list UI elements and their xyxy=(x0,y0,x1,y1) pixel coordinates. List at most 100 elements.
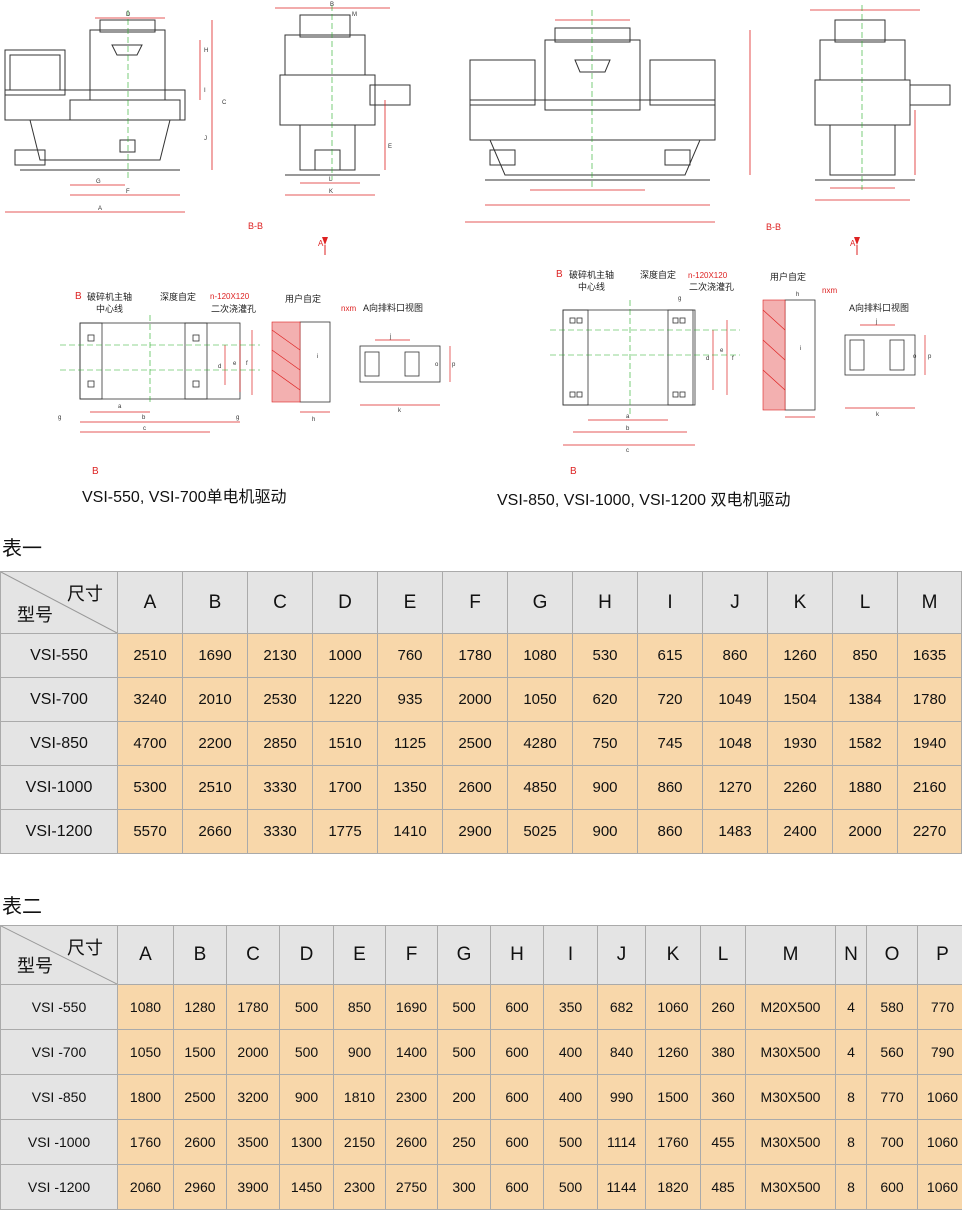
value-cell: 1410 xyxy=(378,810,443,854)
value-cell: 700 xyxy=(867,1120,918,1165)
dim-h-1: h xyxy=(312,417,315,423)
table2-title: 表二 xyxy=(2,890,42,919)
table1-col-header: K xyxy=(768,572,833,634)
value-cell: 750 xyxy=(573,722,638,766)
value-cell: 4 xyxy=(836,1030,867,1075)
value-cell: 1080 xyxy=(118,985,174,1030)
value-cell: 5300 xyxy=(118,766,183,810)
value-cell: 8 xyxy=(836,1120,867,1165)
value-cell: 1300 xyxy=(280,1120,334,1165)
value-cell: 745 xyxy=(638,722,703,766)
table1-col-header: M xyxy=(898,572,962,634)
value-cell: 580 xyxy=(867,985,918,1030)
value-cell: 600 xyxy=(491,985,544,1030)
value-cell: 1220 xyxy=(313,678,378,722)
table2-col-header: N xyxy=(836,926,867,985)
table2-col-header: I xyxy=(544,926,598,985)
value-cell: 4280 xyxy=(508,722,573,766)
table1-col-header: J xyxy=(703,572,768,634)
value-cell: 1504 xyxy=(768,678,833,722)
label-bolts-1: n-120X120 xyxy=(210,292,250,301)
arrow-a-label-1: A xyxy=(318,239,324,248)
value-cell: 2400 xyxy=(768,810,833,854)
value-cell: 600 xyxy=(491,1120,544,1165)
value-cell: 350 xyxy=(544,985,598,1030)
dim-i-1: i xyxy=(317,354,318,360)
table2-col-header: B xyxy=(174,926,227,985)
value-cell: 2160 xyxy=(898,766,962,810)
value-cell: 1125 xyxy=(378,722,443,766)
label-user-defined-1: 用户自定 xyxy=(285,293,321,304)
dim-o-2: o xyxy=(913,354,917,360)
value-cell: 500 xyxy=(280,1030,334,1075)
value-cell: 600 xyxy=(491,1075,544,1120)
value-cell: 4700 xyxy=(118,722,183,766)
dim-j-1: j xyxy=(389,334,391,340)
value-cell: 1880 xyxy=(833,766,898,810)
label-arrow-b-1b: B xyxy=(92,466,99,477)
machine-side-view-single xyxy=(280,15,410,175)
value-cell: 1800 xyxy=(118,1075,174,1120)
label-grout-2: 二次浇灌孔 xyxy=(689,281,734,292)
machine-front-view-double xyxy=(470,28,715,180)
value-cell: 1930 xyxy=(768,722,833,766)
table2-col-header: F xyxy=(386,926,438,985)
dim-B: B xyxy=(330,2,334,8)
label-a-view-1: A向排料口视图 xyxy=(363,302,423,313)
table2-col-header: C xyxy=(227,926,280,985)
value-cell: 1114 xyxy=(598,1120,646,1165)
value-cell: 900 xyxy=(573,766,638,810)
value-cell: 620 xyxy=(573,678,638,722)
value-cell: 770 xyxy=(867,1075,918,1120)
dim-j-2: j xyxy=(875,319,877,325)
value-cell: 2600 xyxy=(174,1120,227,1165)
value-cell: 790 xyxy=(918,1030,962,1075)
value-cell: 1582 xyxy=(833,722,898,766)
table2-col-header: M xyxy=(746,926,836,985)
value-cell: 860 xyxy=(703,634,768,678)
value-cell: 1144 xyxy=(598,1165,646,1210)
value-cell: 3330 xyxy=(248,766,313,810)
value-cell: 260 xyxy=(701,985,746,1030)
value-cell: 4 xyxy=(836,985,867,1030)
dim-e-2: e xyxy=(720,348,724,354)
table2-col-header: H xyxy=(491,926,544,985)
value-cell: 1820 xyxy=(646,1165,701,1210)
table1-col-header: E xyxy=(378,572,443,634)
value-cell: M30X500 xyxy=(746,1165,836,1210)
value-cell: 500 xyxy=(280,985,334,1030)
dim-e-1: e xyxy=(233,361,237,367)
value-cell: 2660 xyxy=(183,810,248,854)
table1-col-header: B xyxy=(183,572,248,634)
model-cell: VSI -550 xyxy=(1,985,118,1030)
value-cell: 2300 xyxy=(334,1165,386,1210)
value-cell: 2500 xyxy=(443,722,508,766)
table2-col-header: A xyxy=(118,926,174,985)
value-cell: 1080 xyxy=(508,634,573,678)
value-cell: 1270 xyxy=(703,766,768,810)
value-cell: 1760 xyxy=(646,1120,701,1165)
value-cell: 455 xyxy=(701,1120,746,1165)
value-cell: 2150 xyxy=(334,1120,386,1165)
value-cell: 1810 xyxy=(334,1075,386,1120)
value-cell: 860 xyxy=(638,766,703,810)
dim-I: I xyxy=(204,88,206,94)
dim-H: H xyxy=(204,48,208,54)
label-arrow-b-2b: B xyxy=(570,466,577,477)
foundation-plan-double: a b c d e f g h i j k o p 破碎机主轴 中心线 深度自定… xyxy=(550,269,932,477)
value-cell: 2530 xyxy=(248,678,313,722)
technical-drawings: D H I C J G F A B M E L K B-B B-B A A xyxy=(0,0,962,515)
value-cell: 3330 xyxy=(248,810,313,854)
value-cell: 1060 xyxy=(918,1165,962,1210)
label-center-line-1: 中心线 xyxy=(96,303,123,314)
value-cell: 380 xyxy=(701,1030,746,1075)
table1-col-header: D xyxy=(313,572,378,634)
value-cell: 1060 xyxy=(918,1120,962,1165)
